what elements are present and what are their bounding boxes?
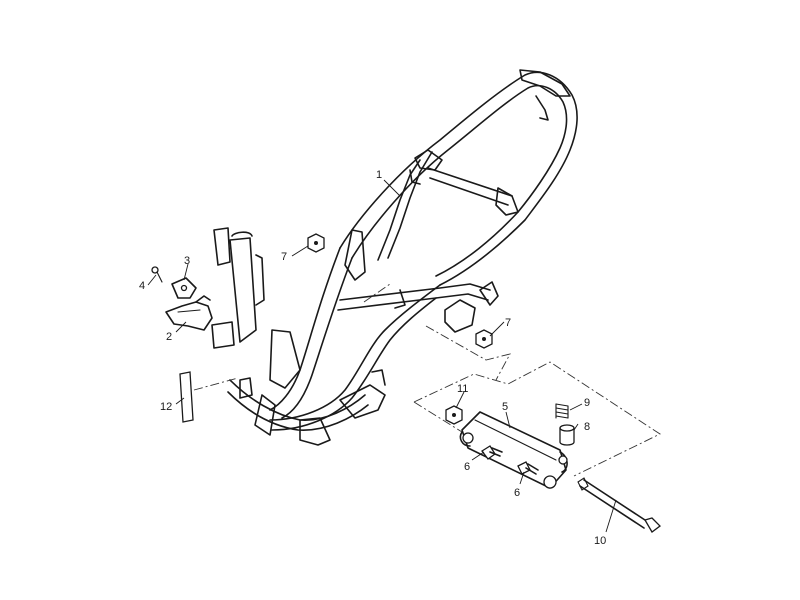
- nut-part-7-a[interactable]: [307, 233, 325, 253]
- callout-6-b: 6: [514, 487, 520, 499]
- assembly-lines: [193, 283, 661, 477]
- callout-12: 12: [160, 401, 172, 413]
- callout-11: 11: [457, 383, 468, 395]
- bracket-part-2[interactable]: [165, 295, 213, 331]
- frame-part-1[interactable]: [211, 69, 578, 446]
- callout-3: 3: [184, 255, 190, 267]
- callout-6-a: 6: [464, 461, 470, 473]
- label-plate-part-12[interactable]: [179, 371, 194, 423]
- bolt-part-6-b[interactable]: [517, 461, 539, 475]
- bracket-part-3[interactable]: [171, 277, 197, 299]
- bushing-part-8[interactable]: [559, 424, 575, 446]
- long-bolt-part-10[interactable]: [577, 477, 661, 533]
- spring-part-9[interactable]: [555, 403, 569, 419]
- screw-part-4[interactable]: [151, 266, 163, 283]
- callout-7-b: 7: [505, 317, 511, 329]
- nut-part-11[interactable]: [445, 405, 463, 425]
- callout-5: 5: [502, 401, 508, 413]
- leader-lines: [147, 179, 617, 533]
- nut-part-7-b[interactable]: [475, 329, 493, 349]
- callout-2: 2: [166, 331, 172, 343]
- callout-4: 4: [139, 280, 145, 292]
- callouts: 1 2 3 4 5 6 6 7 7 8 9 10 11 12: [139, 169, 606, 547]
- bolt-part-6-a[interactable]: [481, 445, 503, 460]
- callout-7-a: 7: [281, 251, 287, 263]
- stand-assembly-part-5[interactable]: [459, 411, 568, 489]
- callout-10: 10: [594, 535, 606, 547]
- callout-1: 1: [376, 169, 382, 181]
- callout-9: 9: [584, 397, 590, 409]
- callout-8: 8: [584, 421, 590, 433]
